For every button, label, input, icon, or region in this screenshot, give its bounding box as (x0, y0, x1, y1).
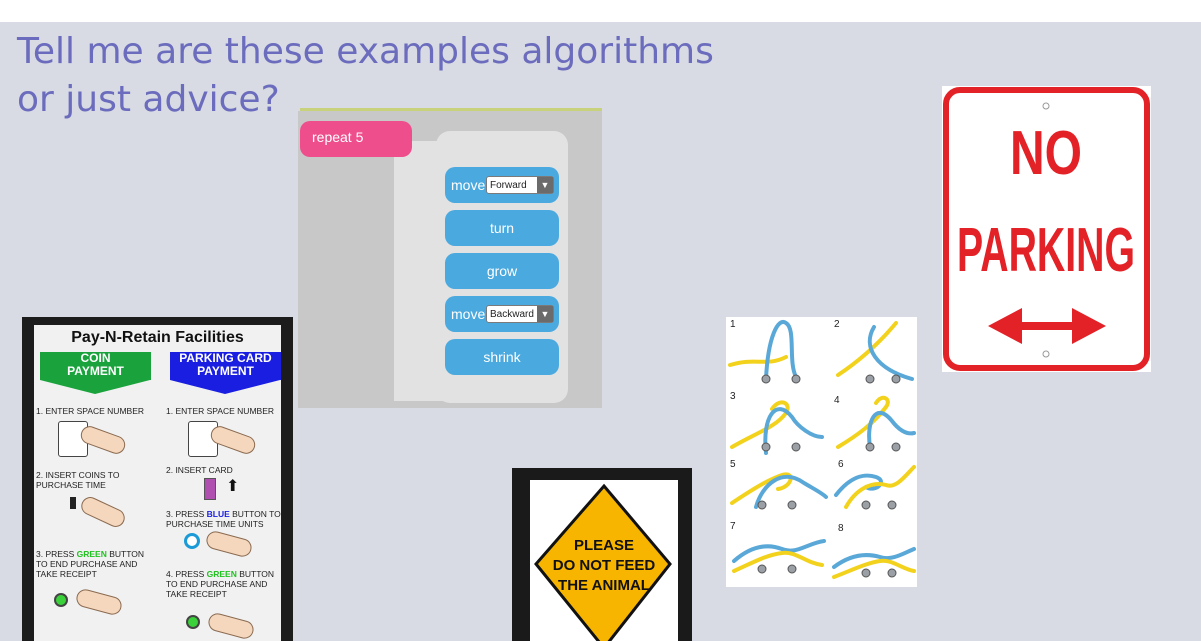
coin-step-1: 1. ENTER SPACE NUMBER (36, 406, 145, 416)
turn-block: turn (445, 210, 559, 246)
step-text: BUTTON TO END PURCHASE AND TAKE RECEIPT (166, 569, 275, 599)
green-word: GREEN (206, 569, 237, 579)
card-step-1: 1. ENTER SPACE NUMBER (166, 406, 275, 416)
step-text: 4. PRESS (166, 569, 207, 579)
chevron-down-icon: ▼ (537, 306, 553, 322)
green-button-icon (186, 615, 200, 629)
grow-block: grow (445, 253, 559, 289)
green-word: GREEN (76, 549, 107, 559)
move-backward-block: move Backward ▼ (445, 296, 559, 332)
blue-word: BLUE (206, 509, 230, 519)
coin-header-arrow (40, 380, 150, 394)
green-button-icon (54, 593, 68, 607)
repeat-block: repeat 5 (300, 121, 412, 157)
step-number: 8 (838, 523, 844, 534)
step-text: BUTTON TO END PURCHASE AND TAKE RECEIPT (36, 549, 145, 579)
card-step-2: 2. INSERT CARD (166, 465, 233, 475)
step-text: BUTTON TO PURCHASE TIME UNITS (166, 509, 281, 529)
move-label: move (451, 306, 486, 322)
no-text: NO (1010, 119, 1082, 188)
hand-icon (78, 494, 128, 530)
card-step-4: 4. PRESS GREEN BUTTON TO END PURCHASE AN… (166, 569, 284, 599)
sign-background: PLEASE DO NOT FEED THE ANIMAL (530, 480, 678, 641)
blue-button-icon (184, 533, 200, 549)
card-payment-header: PARKING CARD PAYMENT (170, 352, 281, 380)
hand-icon (204, 529, 254, 559)
parking-card-icon (204, 478, 216, 500)
title-line-2: or just advice? (17, 79, 280, 120)
step-text: 3. PRESS (36, 549, 77, 559)
title-underline (300, 108, 602, 111)
move-label: move (451, 177, 486, 193)
do-not-feed-sign: PLEASE DO NOT FEED THE ANIMAL (512, 468, 692, 641)
no-parking-graphic: NO PARKING (943, 87, 1150, 371)
no-parking-sign: NO PARKING (942, 86, 1151, 372)
direction-dropdown: Backward ▼ (486, 305, 554, 323)
arrow-up-icon: ⬆ (226, 478, 240, 495)
warning-diamond: PLEASE DO NOT FEED THE ANIMAL (534, 483, 672, 641)
coin-step-2: 2. INSERT COINS TO PURCHASE TIME (36, 470, 120, 490)
direction-dropdown: Forward ▼ (486, 176, 554, 194)
dropdown-value: Backward (490, 309, 534, 320)
sign-title: Pay-N-Retain Facilities (71, 329, 244, 346)
double-arrow-icon (988, 308, 1106, 344)
step-text: 3. PRESS (166, 509, 207, 519)
hand-icon (206, 611, 256, 641)
step-number: 7 (730, 521, 736, 532)
parking-payment-sign: Pay-N-Retain Facilities COIN PAYMENT PAR… (22, 317, 293, 641)
step-number: 3 (730, 391, 736, 402)
coin-slot-icon (70, 497, 76, 509)
sign-panel: Pay-N-Retain Facilities COIN PAYMENT PAR… (34, 325, 281, 641)
hand-icon (74, 587, 124, 617)
parking-text: PARKING (957, 216, 1135, 285)
step-number: 5 (730, 459, 736, 470)
feed-line-2: DO NOT FEED (553, 557, 656, 574)
slide: Tell me are these examples algorithms or… (0, 22, 1201, 641)
knot-drawings (728, 319, 916, 579)
card-step-3: 3. PRESS BLUE BUTTON TO PURCHASE TIME UN… (166, 509, 284, 529)
step-number: 4 (834, 395, 840, 406)
step-number: 6 (838, 459, 844, 470)
shrink-block: shrink (445, 339, 559, 375)
dropdown-value: Forward (490, 180, 527, 191)
chevron-down-icon: ▼ (537, 177, 553, 193)
step-number: 2 (834, 319, 840, 330)
feed-line-3: THE ANIMAL (558, 577, 650, 594)
coin-step-3: 3. PRESS GREEN BUTTON TO END PURCHASE AN… (36, 549, 152, 579)
move-forward-block: move Forward ▼ (445, 167, 559, 203)
knot-tying-steps-image: 1 2 3 4 5 6 7 8 (726, 317, 917, 587)
code-blocks-image: repeat 5 move Forward ▼ turn grow move B… (298, 111, 602, 408)
card-header-arrow (170, 380, 280, 394)
coin-payment-header: COIN PAYMENT (40, 352, 151, 380)
feed-line-1: PLEASE (574, 537, 634, 554)
step-number: 1 (730, 319, 736, 330)
slide-title: Tell me are these examples algorithms or… (17, 28, 714, 124)
title-line-1: Tell me are these examples algorithms (17, 31, 714, 72)
